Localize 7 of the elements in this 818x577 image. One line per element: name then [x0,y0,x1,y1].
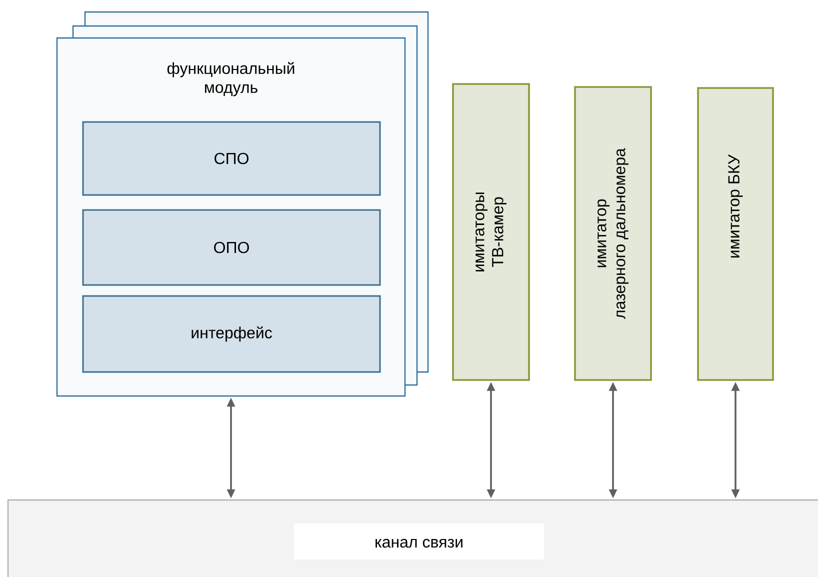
layer-box: СПО [82,121,381,196]
layer-box: ОПО [82,209,381,286]
simulator-box: имитаторы ТВ-камер [452,83,530,381]
layer-box: интерфейс [82,295,381,373]
simulator-box: имитатор лазерного дальномера [574,86,652,381]
simulator-box: имитатор БКУ [697,87,774,381]
channel-bar: канал связи [7,499,818,577]
